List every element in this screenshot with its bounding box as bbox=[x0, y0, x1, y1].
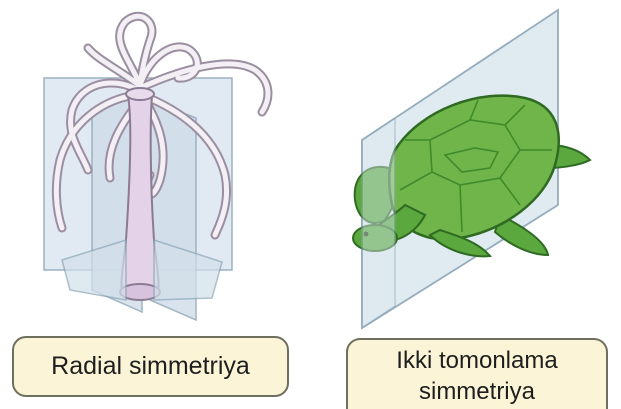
radial-symmetry-text: Radial simmetriya bbox=[51, 352, 250, 381]
bilateral-symmetry-label: Ikki tomonlama simmetriya bbox=[346, 338, 608, 409]
radial-symmetry-illustration bbox=[44, 16, 268, 320]
radial-symmetry-label: Radial simmetriya bbox=[12, 336, 289, 397]
bilateral-symmetry-illustration bbox=[353, 10, 590, 328]
hydra-mouth bbox=[126, 88, 154, 100]
bilateral-symmetry-text-line1: Ikki tomonlama bbox=[396, 345, 557, 376]
bilateral-symmetry-text-line2: simmetriya bbox=[396, 376, 557, 407]
